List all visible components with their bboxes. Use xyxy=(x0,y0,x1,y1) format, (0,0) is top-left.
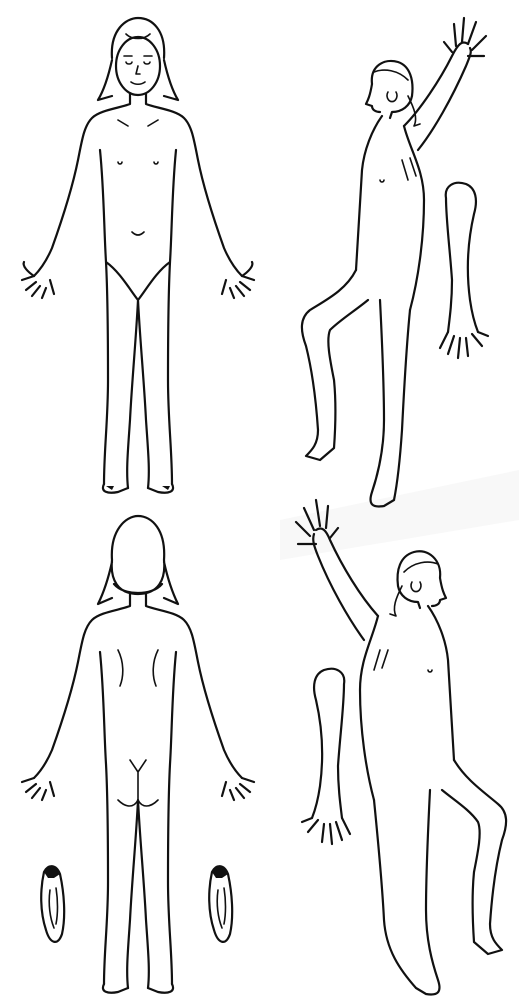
left-inner-arm-hand xyxy=(302,818,350,844)
right-lateral-chest-detail xyxy=(380,158,416,182)
front-clavicles xyxy=(118,120,158,235)
left-inner-arm xyxy=(302,669,350,844)
front-toe-marks xyxy=(106,486,170,490)
right-lateral-figure xyxy=(302,18,486,506)
back-scapula-and-buttocks xyxy=(118,650,158,806)
front-face-features xyxy=(124,34,152,84)
left-sole xyxy=(209,866,232,942)
left-lateral-figure xyxy=(296,500,506,994)
back-right-hand xyxy=(22,778,54,800)
right-lateral-bent-leg xyxy=(302,270,368,460)
right-inner-arm xyxy=(440,183,488,358)
right-lateral-raised-arm xyxy=(404,43,471,151)
left-sole-detail xyxy=(217,888,225,928)
front-hair xyxy=(98,18,178,100)
right-lateral-standing-leg xyxy=(371,300,411,506)
left-lateral-standing-leg xyxy=(374,790,440,994)
right-lateral-head xyxy=(366,61,412,118)
right-inner-arm-hand xyxy=(440,332,488,358)
back-feet xyxy=(103,984,173,993)
back-left-hand xyxy=(222,778,254,800)
right-inner-arm-outline xyxy=(446,183,478,332)
left-lateral-head xyxy=(398,551,446,608)
left-lateral-chest-detail xyxy=(374,650,432,672)
front-left-hand xyxy=(222,262,254,298)
left-inner-arm-outline xyxy=(312,669,344,818)
front-right-hand xyxy=(22,262,54,298)
left-lateral-bent-leg xyxy=(442,760,506,954)
front-body-outline xyxy=(34,94,242,488)
left-lateral-torso xyxy=(360,606,454,800)
right-lateral-torso xyxy=(356,116,424,310)
right-lateral-hand xyxy=(444,18,486,56)
front-view-figure xyxy=(22,18,254,493)
right-sole-detail xyxy=(49,888,57,928)
paper-crease xyxy=(280,470,519,560)
right-sole xyxy=(41,866,64,942)
front-feet xyxy=(103,484,173,493)
back-head xyxy=(98,516,178,604)
